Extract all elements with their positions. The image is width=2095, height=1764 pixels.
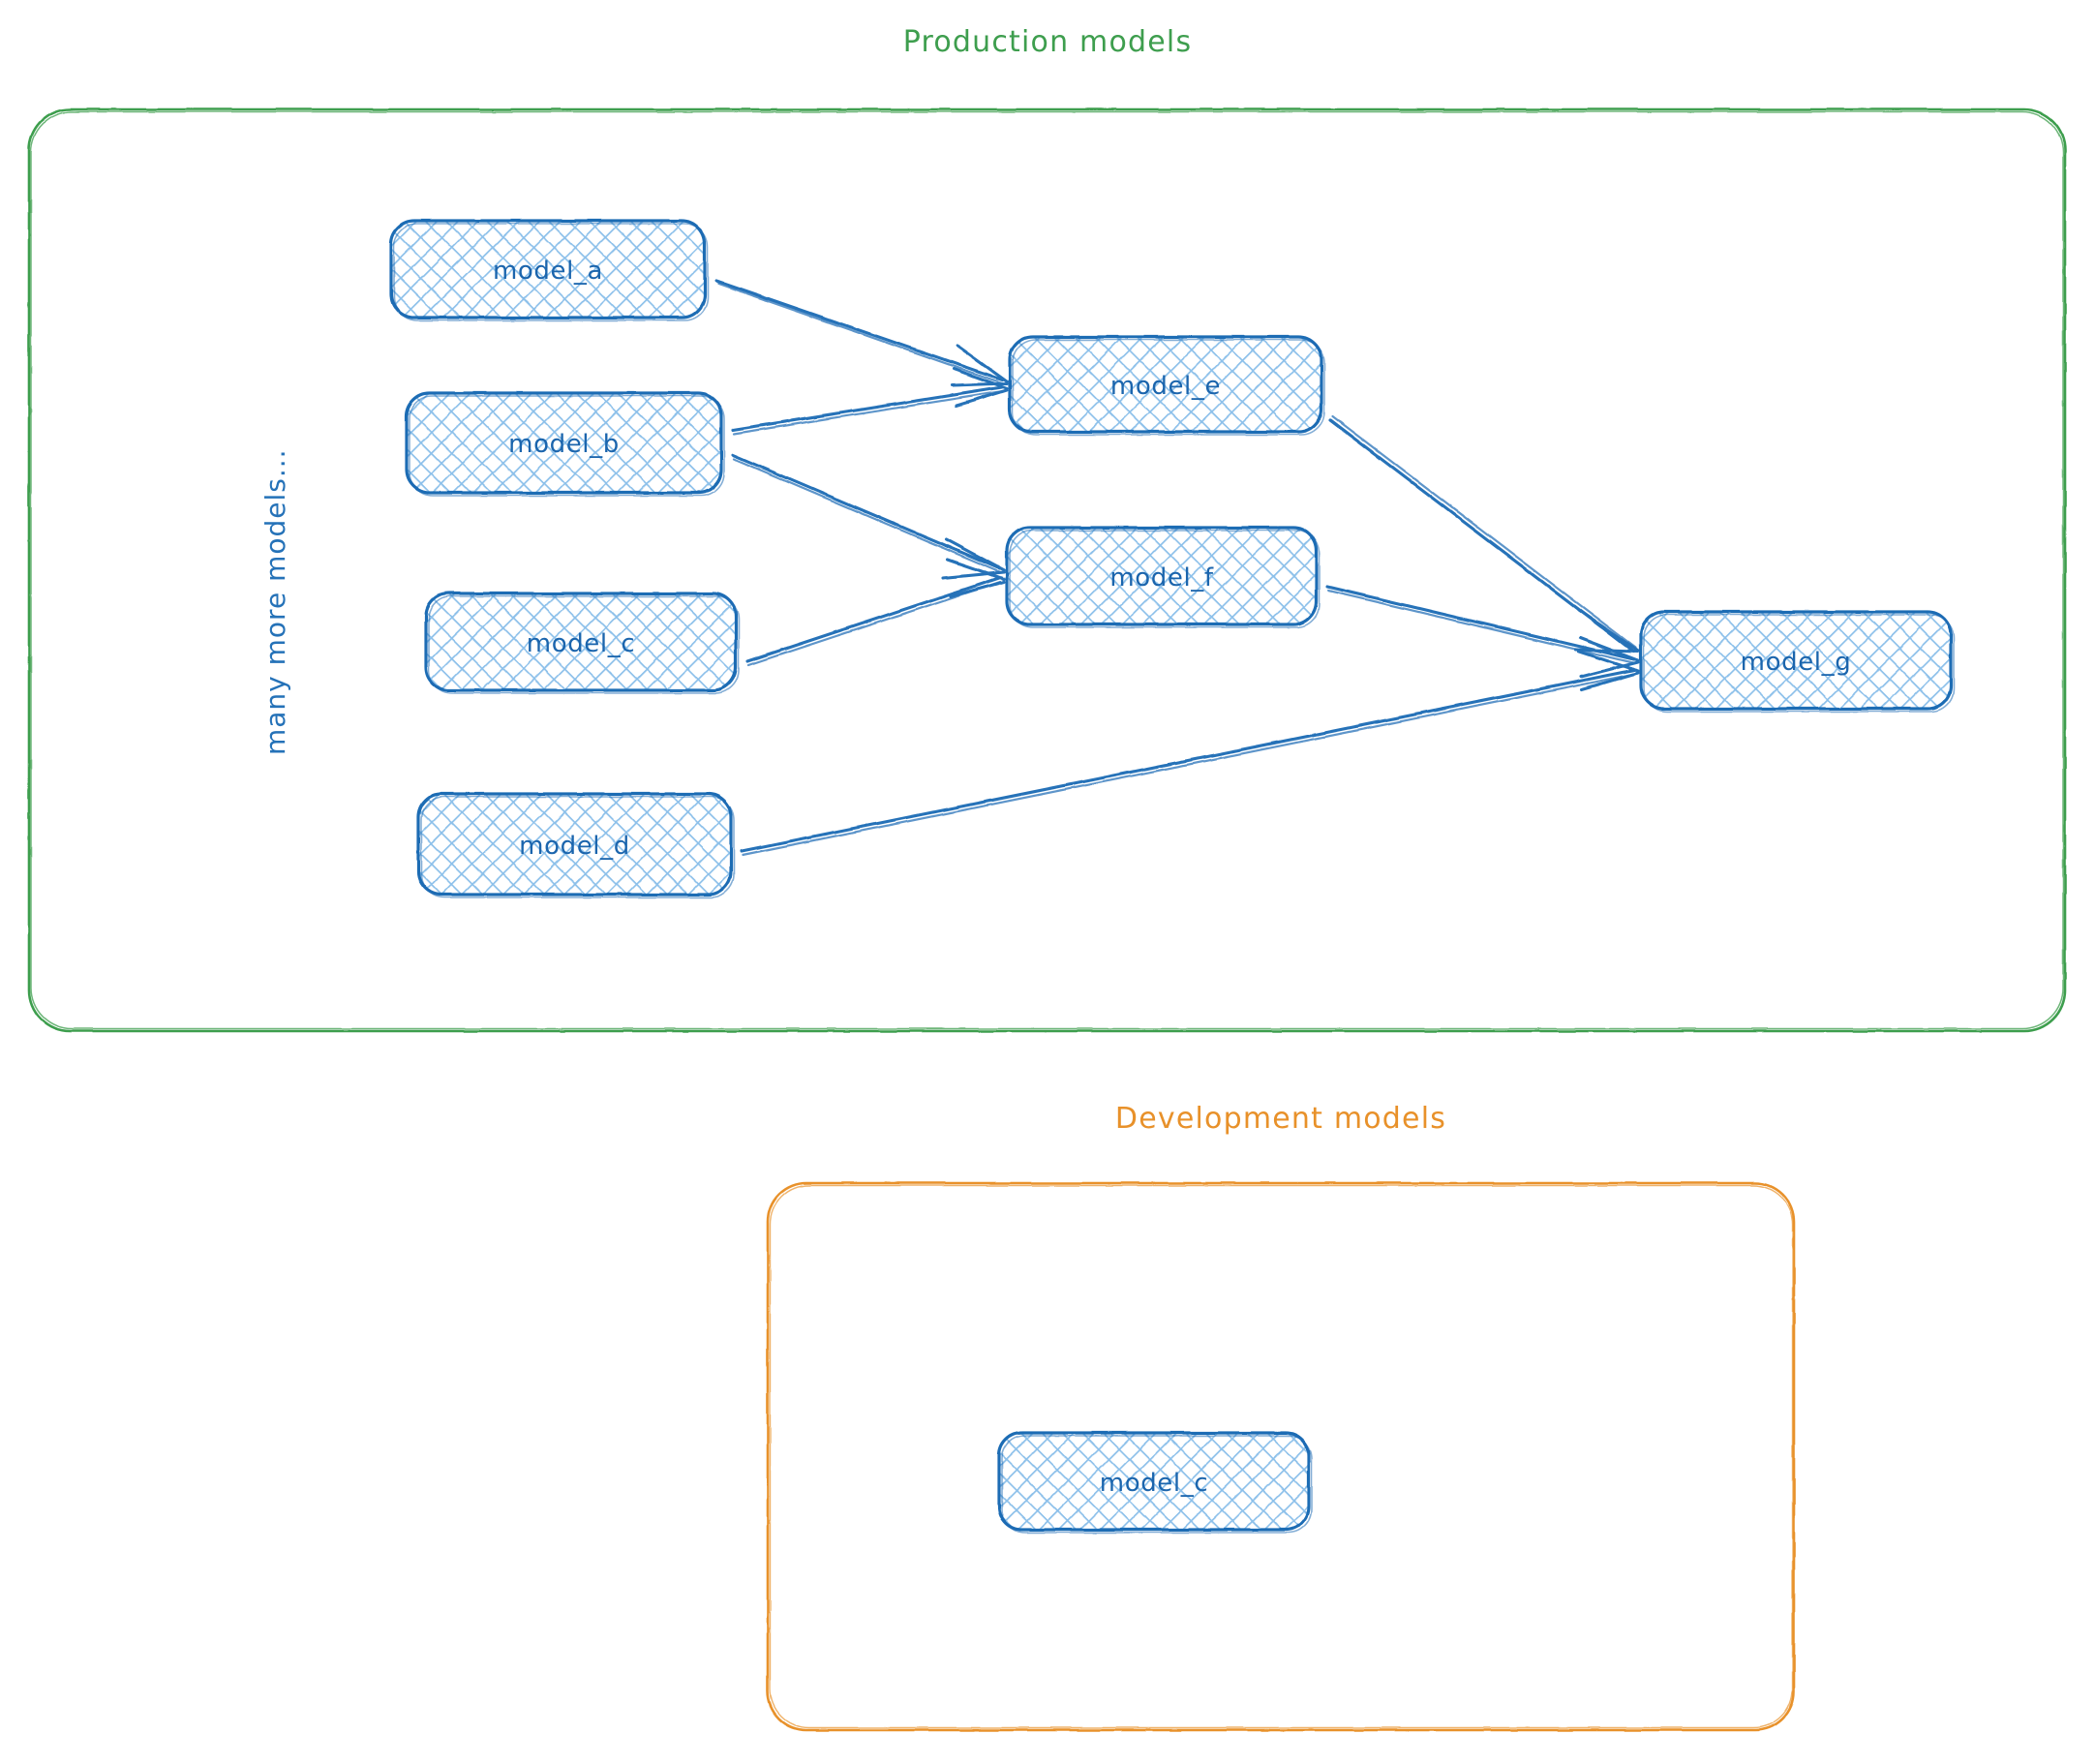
node-label-model_b: model_b bbox=[508, 430, 620, 459]
edge-model_e-model_g bbox=[1328, 414, 1640, 654]
node-box-model_d[interactable] bbox=[416, 792, 735, 898]
group-title-development: Development models bbox=[1114, 1102, 1447, 1136]
edge-model_d-model_g bbox=[740, 650, 1640, 857]
edge-model_b-model_f bbox=[731, 453, 1006, 580]
node-box-model_f[interactable] bbox=[1005, 526, 1321, 628]
edge-model_f-model_g bbox=[1325, 585, 1640, 679]
group-title-production: Production models bbox=[902, 25, 1193, 59]
edge-model_b-model_e bbox=[731, 367, 1009, 436]
node-label-model_a: model_a bbox=[492, 257, 604, 286]
node-box-model_g[interactable] bbox=[1639, 610, 1955, 713]
edge-layer bbox=[714, 279, 1640, 857]
node-layer bbox=[389, 219, 1955, 1534]
node-label-model_e: model_e bbox=[1109, 372, 1222, 401]
group-frame-production bbox=[27, 107, 2067, 1033]
node-box-model_b[interactable] bbox=[405, 391, 725, 497]
many-more-models-note: many more models... bbox=[259, 448, 291, 755]
node-label-model_g: model_g bbox=[1740, 648, 1852, 677]
node-box-model_a[interactable] bbox=[389, 219, 709, 321]
group-frame-development bbox=[766, 1181, 1796, 1732]
edge-model_a-model_e bbox=[714, 279, 1009, 387]
node-box-model_e[interactable] bbox=[1008, 335, 1325, 436]
node-label-dev-model_c: model_c bbox=[1099, 1469, 1209, 1498]
edge-model_c-model_f bbox=[745, 558, 1006, 667]
node-box-model_c[interactable] bbox=[424, 592, 740, 694]
node-box-dev_model_c[interactable] bbox=[997, 1431, 1313, 1534]
node-label-model_f: model_f bbox=[1109, 563, 1214, 593]
node-label-model_c: model_c bbox=[526, 629, 636, 658]
node-label-model_d: model_d bbox=[519, 832, 630, 861]
